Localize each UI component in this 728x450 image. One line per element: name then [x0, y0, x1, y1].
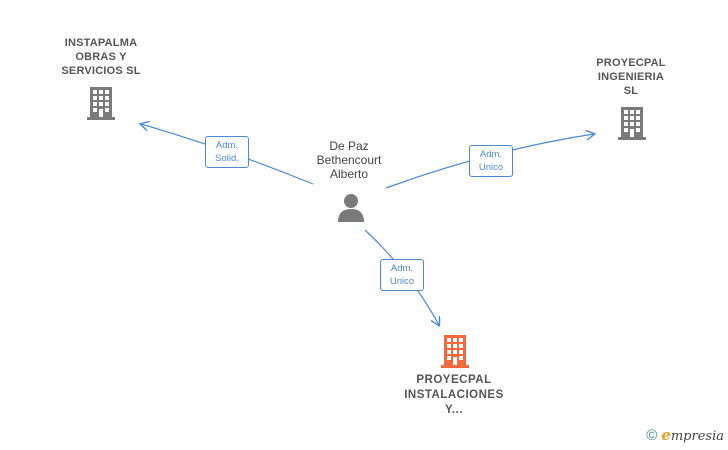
edge-label-main: Adm. Unico — [380, 259, 424, 291]
brand-rest: mpresia — [670, 429, 724, 444]
company-main-label[interactable]: PROYECPAL INSTALACIONES Y... — [404, 374, 504, 416]
building-icon[interactable] — [439, 334, 471, 368]
edge-label-right: Adm. Unico — [469, 145, 513, 177]
company-right-label[interactable]: PROYECPAL INGENIERIA SL — [596, 57, 666, 97]
brand-initial: e — [661, 426, 671, 444]
company-left-label[interactable]: INSTAPALMA OBRAS Y SERVICIOS SL — [61, 37, 141, 77]
person-label[interactable]: De Paz Bethencourt Alberto — [316, 139, 382, 181]
person-icon[interactable] — [336, 192, 366, 222]
building-icon[interactable] — [85, 86, 117, 120]
brand-footer: © empresia — [646, 426, 724, 444]
building-icon[interactable] — [616, 106, 648, 140]
copyright-symbol: © — [646, 426, 658, 444]
brand-logo[interactable]: empresia — [661, 426, 724, 444]
edge-label-left: Adm. Solid. — [205, 136, 249, 168]
